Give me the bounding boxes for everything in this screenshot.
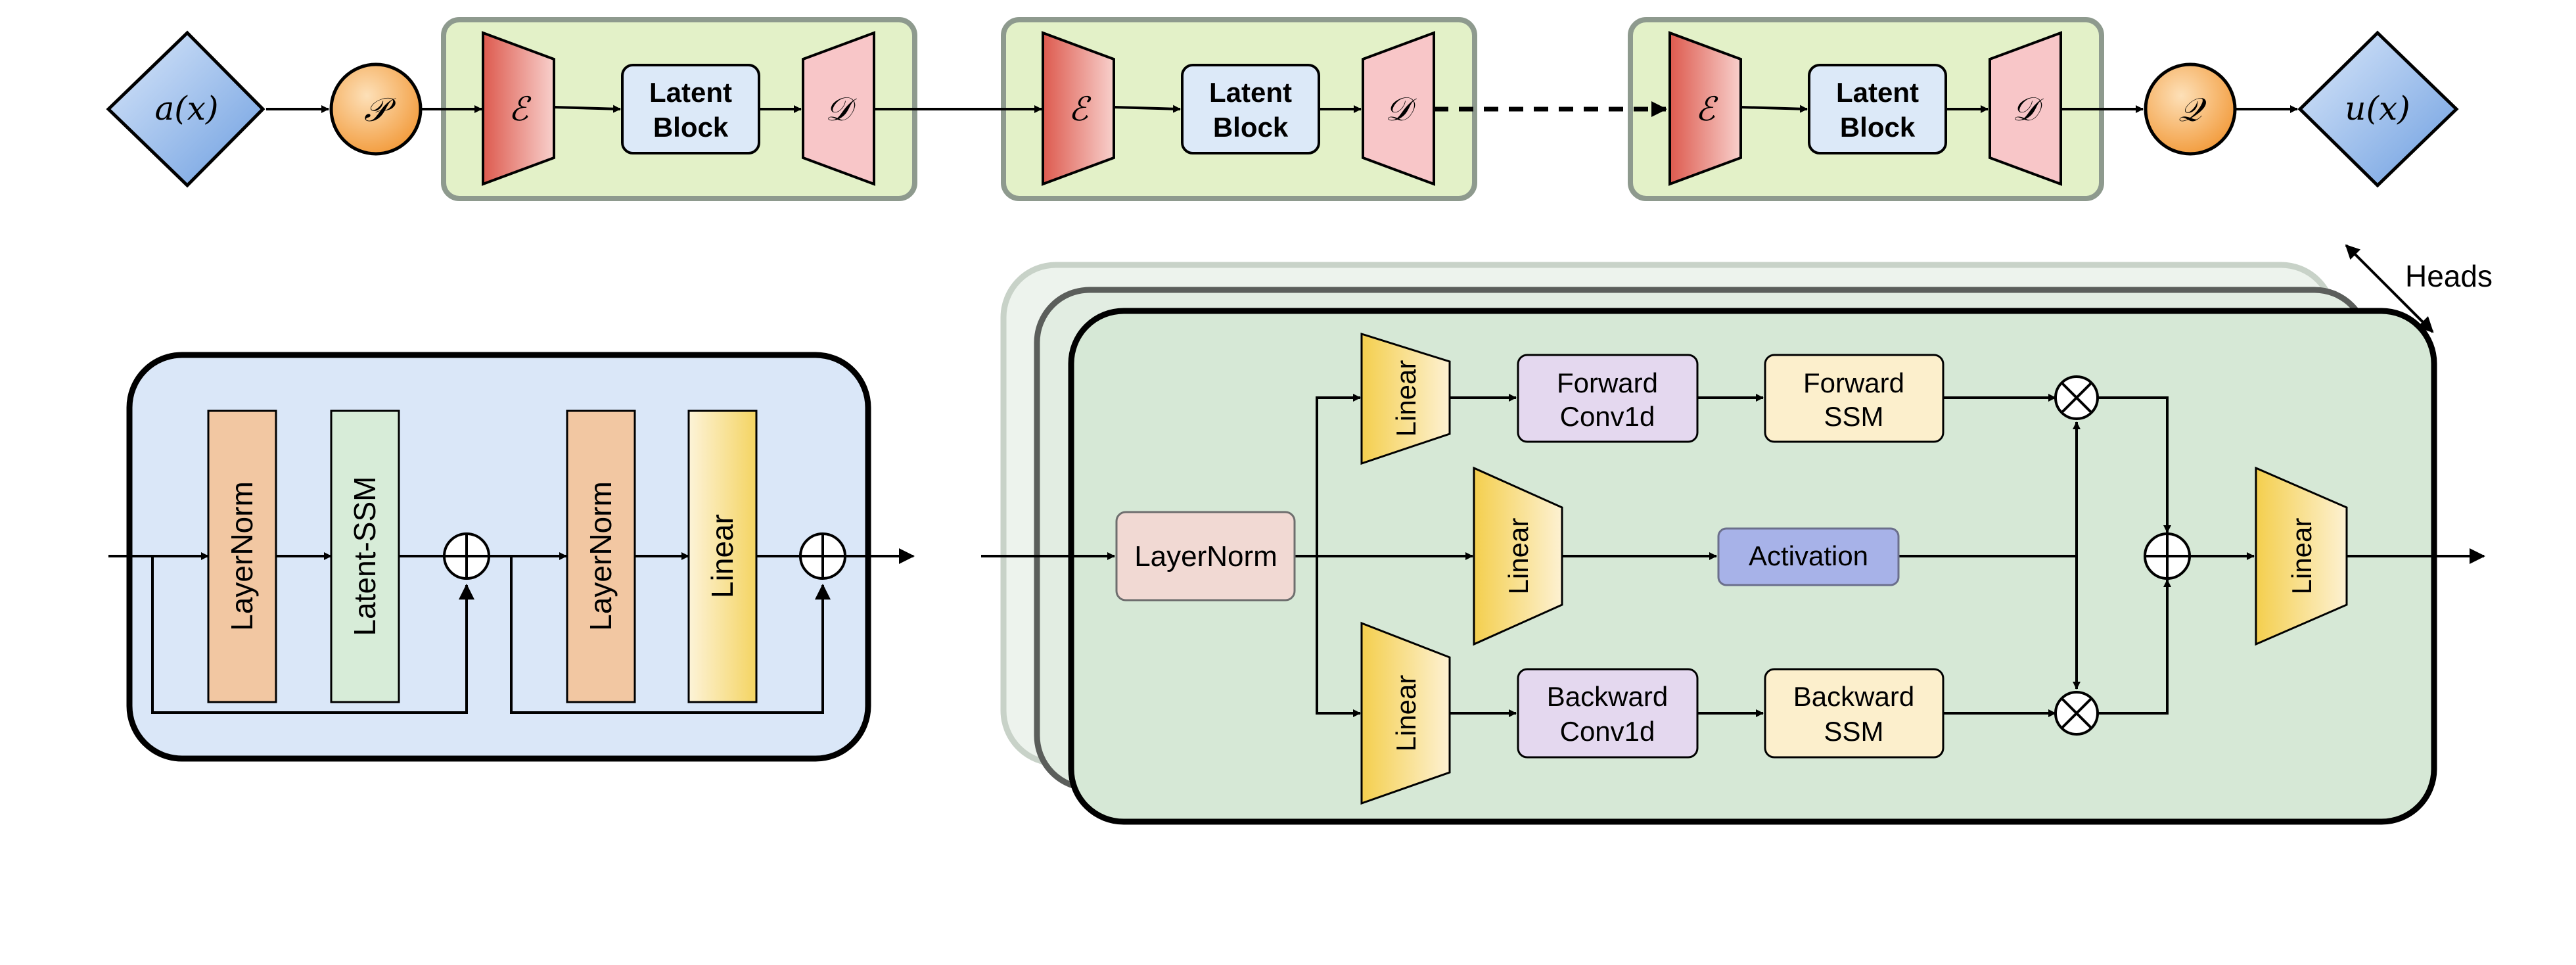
activation-label: Activation: [1749, 540, 1868, 571]
forward-ssm: Forward SSM: [1764, 354, 1944, 443]
forward-conv1d: Forward Conv1d: [1517, 354, 1699, 443]
backward-conv1d-line2: Conv1d: [1560, 716, 1655, 747]
latent-block-2-line1: Latent: [1209, 77, 1292, 108]
encoder-2: ℰ: [1042, 31, 1115, 186]
backward-multiply: [2054, 691, 2099, 736]
edge-encoder-3-to-latent-3: [1740, 105, 1808, 113]
backward-conv1d-line1: Backward: [1547, 681, 1668, 712]
lb-add-2: [799, 532, 846, 580]
latent-block-1-line2: Block: [653, 112, 729, 143]
lb-layernorm-1-label: LayerNorm: [225, 481, 259, 631]
heads-arrow: [2345, 244, 2434, 333]
backward-ssm-line1: Backward: [1793, 681, 1914, 712]
decoder-1: 𝒟: [802, 31, 875, 186]
latent-block-detail: LayerNorm Latent-SSM LayerNorm Linear: [108, 352, 915, 762]
ssm-layernorm: LayerNorm: [1115, 511, 1296, 601]
edge-encoder-1-to-latent-1: [553, 105, 621, 113]
forward-linear-label: Linear: [1391, 360, 1421, 437]
lift-operator: 𝒫: [329, 62, 423, 156]
lb-linear-label: Linear: [705, 514, 739, 598]
lb-layernorm-2: LayerNorm: [566, 410, 636, 703]
activation: Activation: [1717, 527, 1900, 586]
latent-block-3-line1: Latent: [1836, 77, 1919, 108]
heads-label: Heads: [2405, 259, 2493, 293]
lb-latent-ssm: Latent-SSM: [330, 410, 400, 703]
encoder-3-label: ℰ: [1695, 90, 1718, 128]
lb-latent-ssm-label: Latent-SSM: [348, 477, 382, 636]
edge-branch-forward: [1316, 394, 1361, 556]
output-label: u(x): [2345, 89, 2410, 128]
latent-block-1-line1: Latent: [649, 77, 732, 108]
lb-linear: Linear: [687, 410, 758, 703]
project-label: 𝒬: [2178, 91, 2207, 129]
middle-linear: Linear: [1473, 466, 1563, 646]
ssm-block-detail: Heads LayerNorm: [981, 244, 2493, 825]
edge-bwd-mult-to-add: [2098, 579, 2171, 715]
decoder-3: 𝒟: [1989, 31, 2062, 186]
lb-add-1: [443, 532, 490, 580]
ssm-add: [2144, 532, 2191, 580]
backward-linear: Linear: [1360, 621, 1451, 805]
forward-conv1d-line1: Forward: [1557, 367, 1658, 398]
encoder-1: ℰ: [482, 31, 555, 186]
latent-block-3-line2: Block: [1840, 112, 1916, 143]
output-node: u(x): [2297, 30, 2459, 188]
backward-linear-label: Linear: [1391, 675, 1421, 752]
middle-linear-label: Linear: [1503, 518, 1534, 595]
top-pipeline: a(x) 𝒫 ℰ Latent Block 𝒟 ℰ Latent: [106, 17, 2459, 201]
encoder-2-label: ℰ: [1069, 90, 1092, 128]
edge-lb-residual-1: [151, 556, 474, 714]
edge-fwd-mult-to-add: [2098, 396, 2171, 533]
ssm-layernorm-label: LayerNorm: [1134, 540, 1277, 573]
backward-conv1d: Backward Conv1d: [1517, 668, 1699, 759]
backward-ssm-line2: SSM: [1824, 716, 1883, 747]
lb-layernorm-2-label: LayerNorm: [584, 481, 618, 631]
forward-linear: Linear: [1360, 332, 1451, 465]
forward-conv1d-line2: Conv1d: [1560, 401, 1655, 432]
lb-layernorm-1: LayerNorm: [207, 410, 277, 703]
latent-block-1: Latent Block: [621, 64, 760, 154]
input-node: a(x): [106, 30, 265, 188]
forward-ssm-line1: Forward: [1803, 367, 1904, 398]
output-linear: Linear: [2255, 466, 2348, 646]
forward-ssm-line2: SSM: [1824, 401, 1883, 432]
latent-block-2: Latent Block: [1181, 64, 1320, 154]
output-linear-label: Linear: [2286, 518, 2317, 595]
edge-branch-backward: [1316, 556, 1361, 717]
project-operator: 𝒬: [2144, 62, 2237, 156]
forward-multiply: [2054, 375, 2099, 420]
edge-lb-residual-2: [510, 556, 831, 714]
encoder-1-label: ℰ: [509, 90, 532, 128]
decoder-2: 𝒟: [1362, 31, 1435, 186]
latent-block-2-line2: Block: [1213, 112, 1289, 143]
edge-encoder-2-to-latent-2: [1113, 105, 1181, 113]
latent-block-3: Latent Block: [1808, 64, 1947, 154]
input-label: a(x): [154, 89, 218, 128]
backward-ssm: Backward SSM: [1764, 668, 1944, 759]
encoder-3: ℰ: [1668, 31, 1742, 186]
